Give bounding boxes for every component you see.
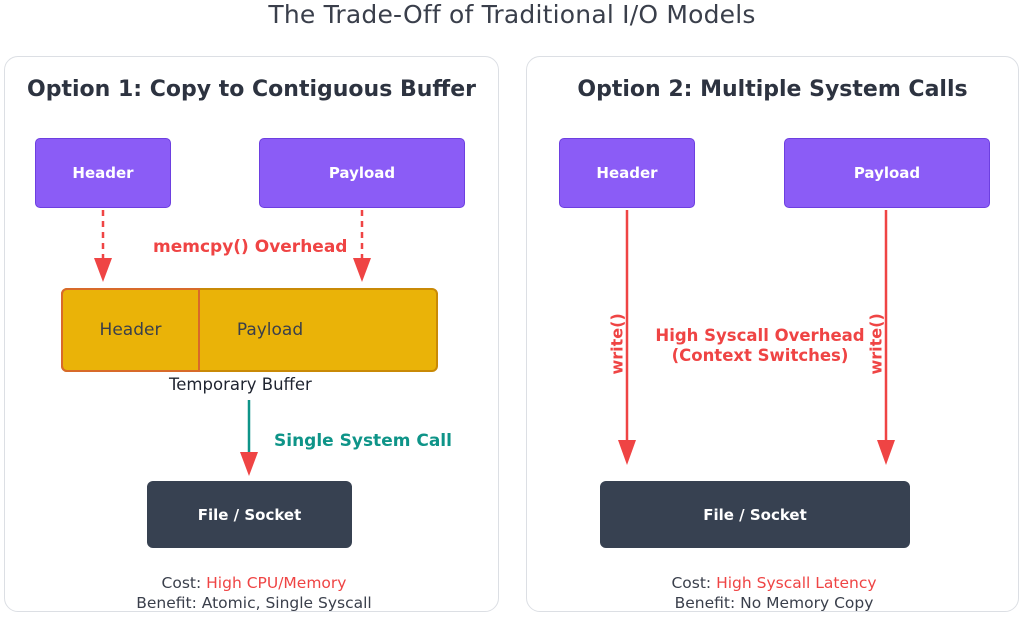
option2-cost-prefix: Cost: [671, 574, 717, 592]
option1-benefit: Benefit: Atomic, Single Syscall [136, 594, 372, 612]
option2-benefit: Benefit: No Memory Copy [674, 594, 874, 612]
write-arrow-right [877, 210, 895, 465]
page-title: The Trade-Off of Traditional I/O Models [268, 0, 756, 29]
option2-cost-line: Cost: High Syscall Latency [574, 573, 974, 593]
option1-title: Option 1: Copy to Contiguous Buffer [27, 77, 476, 102]
temporary-buffer-label: Temporary Buffer [169, 375, 312, 394]
option2-payload-box: Payload [784, 138, 990, 208]
syscall-overhead-line1: High Syscall Overhead [655, 326, 865, 345]
option1-header-box: Header [35, 138, 171, 208]
dashed-arrow-header [94, 210, 112, 282]
memcpy-overhead-label: memcpy() Overhead [153, 237, 348, 257]
syscall-overhead-line2: (Context Switches) [671, 346, 849, 365]
single-system-call-label: Single System Call [274, 431, 452, 451]
write-arrow-left [618, 210, 636, 465]
buffer-header-segment: Header [61, 288, 200, 372]
option1-cost-benefit: Cost: High CPU/Memory Benefit: Atomic, S… [54, 573, 454, 613]
option2-file-socket-box: File / Socket [600, 481, 910, 548]
option1-cost-prefix: Cost: [161, 574, 207, 592]
option2-cost-benefit: Cost: High Syscall Latency Benefit: No M… [574, 573, 974, 613]
option1-payload-box: Payload [259, 138, 465, 208]
temporary-buffer: Header Payload [61, 288, 438, 372]
option2-cost-value: High Syscall Latency [716, 574, 877, 592]
option1-file-socket-box: File / Socket [147, 481, 352, 548]
syscall-overhead-label: High Syscall Overhead (Context Switches) [640, 326, 880, 366]
option1-cost-value: High CPU/Memory [206, 574, 347, 592]
buffer-payload-segment: Payload [236, 320, 304, 340]
option2-title: Option 2: Multiple System Calls [577, 77, 968, 102]
option2-header-box: Header [559, 138, 695, 208]
dashed-arrow-payload [353, 210, 371, 282]
option1-cost-line: Cost: High CPU/Memory [54, 573, 454, 593]
single-syscall-arrow [240, 400, 258, 476]
